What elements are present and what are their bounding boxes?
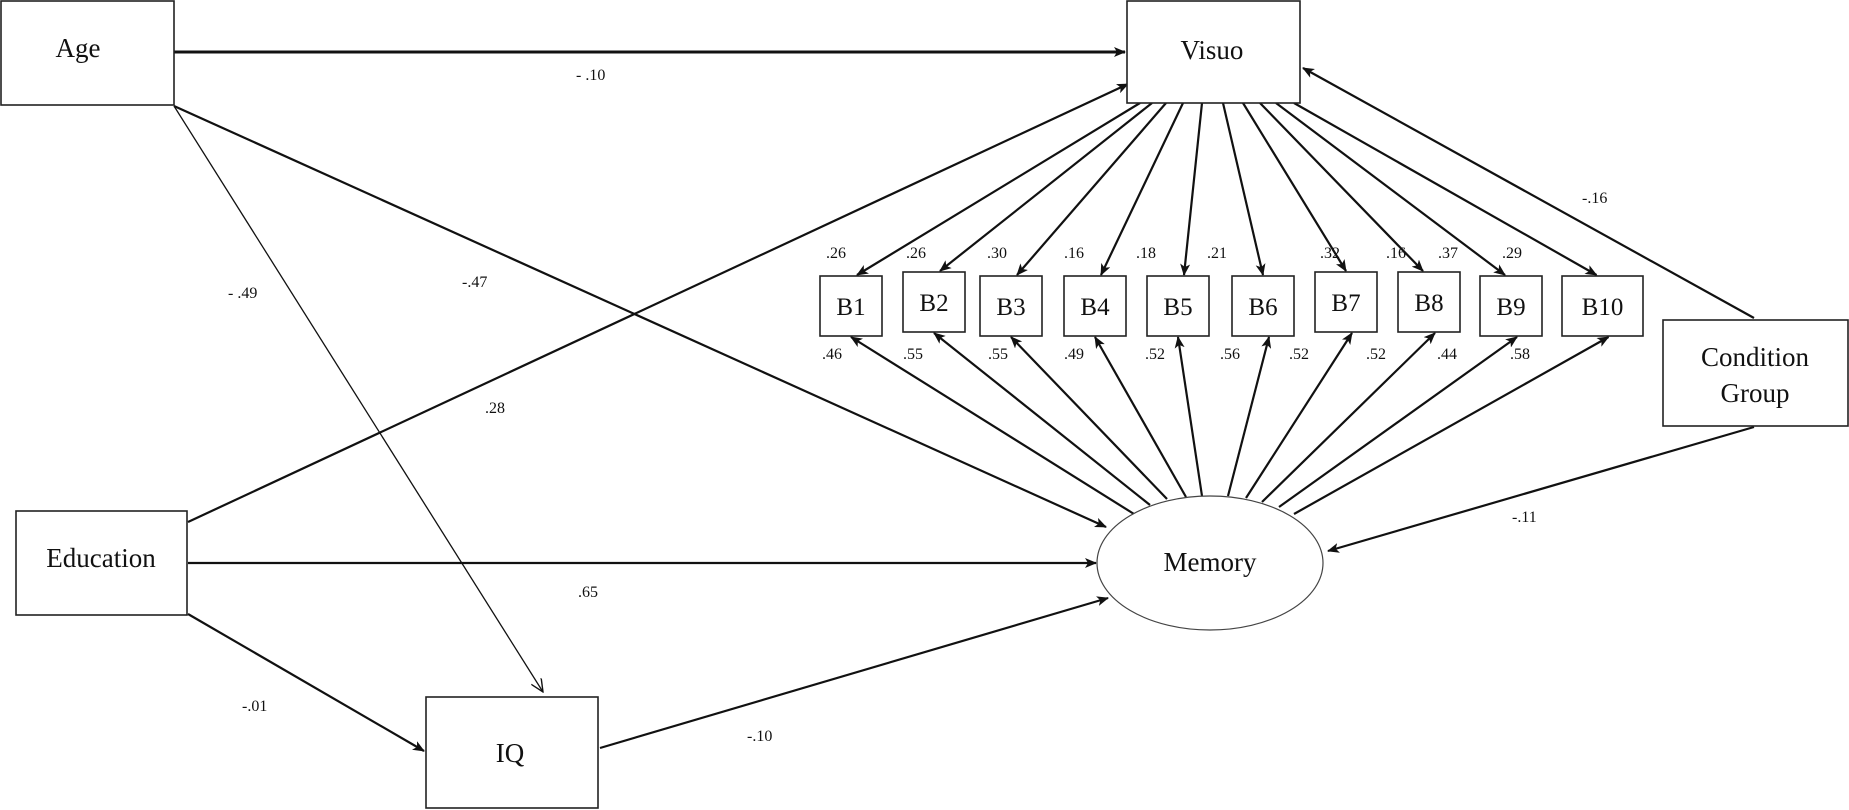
indicator-b1: B1 [819, 275, 883, 337]
loading-arrow-memory-b5 [1174, 336, 1204, 497]
indicator-b4-label: B4 [1080, 294, 1110, 321]
coef-age-memory: -.47 [462, 274, 487, 291]
loading-arrow-visuo-b8 [1259, 102, 1424, 272]
loading-memory-b5: .52 [1145, 346, 1165, 363]
loading-memory-b7: .52 [1289, 346, 1309, 363]
indicator-b3-label: B3 [996, 294, 1025, 321]
coef-condition-visuo: -.16 [1582, 190, 1607, 207]
indicator-b8-label: B8 [1414, 290, 1443, 317]
loading-memory-b6: .56 [1220, 346, 1240, 363]
indicator-b9-label: B9 [1496, 294, 1525, 321]
coef-iq-memory: -.10 [747, 728, 772, 745]
node-memory: Memory [1096, 495, 1324, 631]
loading-visuo-b7: .32 [1320, 245, 1340, 262]
loading-memory-b2: .55 [903, 346, 923, 363]
loading-memory-b8: .52 [1366, 346, 1386, 363]
indicator-b8: B8 [1397, 271, 1461, 333]
indicator-b6: B6 [1231, 275, 1295, 337]
loading-arrow-visuo-b7 [1242, 102, 1347, 272]
indicator-boxes: B1 .26 .46 B2 .26 .55 B3 .30 .55 B4 .16 .49 B5 .18 .52… [819, 245, 1644, 363]
loading-arrow-memory-b4 [1094, 336, 1187, 498]
coef-education-visuo: .28 [485, 400, 505, 417]
indicator-b3: B3 [979, 275, 1043, 337]
loading-arrow-visuo-b3 [1016, 102, 1167, 276]
loading-arrow-memory-b10 [1293, 336, 1610, 515]
indicator-b7-label: B7 [1331, 290, 1360, 317]
loading-arrow-visuo-b9 [1275, 102, 1506, 276]
indicator-b10-label: B10 [1582, 294, 1624, 321]
loading-arrow-memory-b6 [1226, 336, 1272, 497]
indicator-b7: B7 [1314, 271, 1378, 333]
node-condition-group: Condition Group [1662, 319, 1849, 427]
indicator-b2-label: B2 [919, 290, 948, 317]
node-memory-label: Memory [1164, 547, 1257, 577]
path-education-visuo [187, 83, 1129, 523]
loading-arrow-memory-b9 [1278, 336, 1518, 508]
coef-age-visuo: - .10 [576, 67, 605, 84]
indicator-b6-label: B6 [1248, 294, 1277, 321]
coef-age-iq: - .49 [228, 285, 257, 302]
node-visuo-label: Visuo [1181, 35, 1244, 65]
visuo-loading-arrows [856, 102, 1598, 276]
path-condition-visuo [1302, 67, 1755, 319]
indicator-b2: B2 [902, 271, 966, 333]
loading-arrow-memory-b7 [1245, 332, 1353, 499]
loading-arrow-memory-b8 [1261, 332, 1436, 503]
node-education: Education [15, 510, 188, 616]
node-condition-label-line1: Condition [1701, 342, 1810, 372]
indicator-b10: B10 [1561, 275, 1644, 337]
loading-visuo-b1: .26 [826, 245, 846, 262]
node-education-label: Education [46, 543, 156, 573]
coef-education-memory: .65 [578, 584, 598, 601]
node-condition-label-line2: Group [1721, 378, 1790, 408]
coef-condition-memory: -.11 [1512, 509, 1537, 526]
loading-arrow-visuo-b1 [856, 102, 1141, 276]
path-condition-memory [1327, 425, 1755, 553]
memory-loading-arrows [850, 332, 1610, 515]
node-age-label: Age [56, 33, 101, 63]
loading-memory-b1: .46 [822, 346, 842, 363]
loading-arrow-visuo-b6 [1221, 102, 1266, 276]
node-visuo: Visuo [1126, 0, 1301, 104]
indicator-b5-label: B5 [1163, 294, 1192, 321]
loading-memory-b4: .49 [1064, 346, 1084, 363]
indicator-b9: B9 [1479, 275, 1543, 337]
loading-memory-b10: .58 [1510, 346, 1530, 363]
node-age: Age [0, 0, 175, 106]
loading-arrow-visuo-b10 [1293, 102, 1598, 276]
loading-visuo-b3: .30 [987, 245, 1007, 262]
loading-arrow-visuo-b2 [939, 102, 1153, 272]
indicator-b5: B5 [1146, 275, 1210, 337]
loading-visuo-b6: .21 [1207, 245, 1227, 262]
loading-arrow-memory-b3 [1010, 336, 1168, 500]
path-education-iq [187, 613, 425, 752]
path-age-iq [173, 105, 543, 692]
loading-visuo-b10: .29 [1502, 245, 1522, 262]
loading-arrow-visuo-b5 [1180, 102, 1204, 276]
path-age-memory [173, 104, 1107, 529]
node-iq-label: IQ [496, 738, 525, 768]
loading-memory-b3: .55 [988, 346, 1008, 363]
loading-visuo-b5: .18 [1136, 245, 1156, 262]
loading-visuo-b8: .16 [1386, 245, 1406, 262]
coef-education-iq: -.01 [242, 698, 267, 715]
loading-visuo-b4: .16 [1064, 245, 1084, 262]
indicator-b1-label: B1 [836, 294, 865, 321]
loading-memory-b9: .44 [1437, 346, 1457, 363]
loading-arrow-visuo-b4 [1100, 102, 1184, 276]
loading-visuo-b2: .26 [906, 245, 926, 262]
node-iq: IQ [425, 696, 599, 809]
indicator-b4: B4 [1063, 275, 1127, 337]
loading-arrow-memory-b2 [933, 332, 1151, 506]
path-iq-memory [599, 596, 1109, 750]
loading-arrow-memory-b1 [850, 336, 1135, 515]
loading-visuo-b9: .37 [1438, 245, 1458, 262]
